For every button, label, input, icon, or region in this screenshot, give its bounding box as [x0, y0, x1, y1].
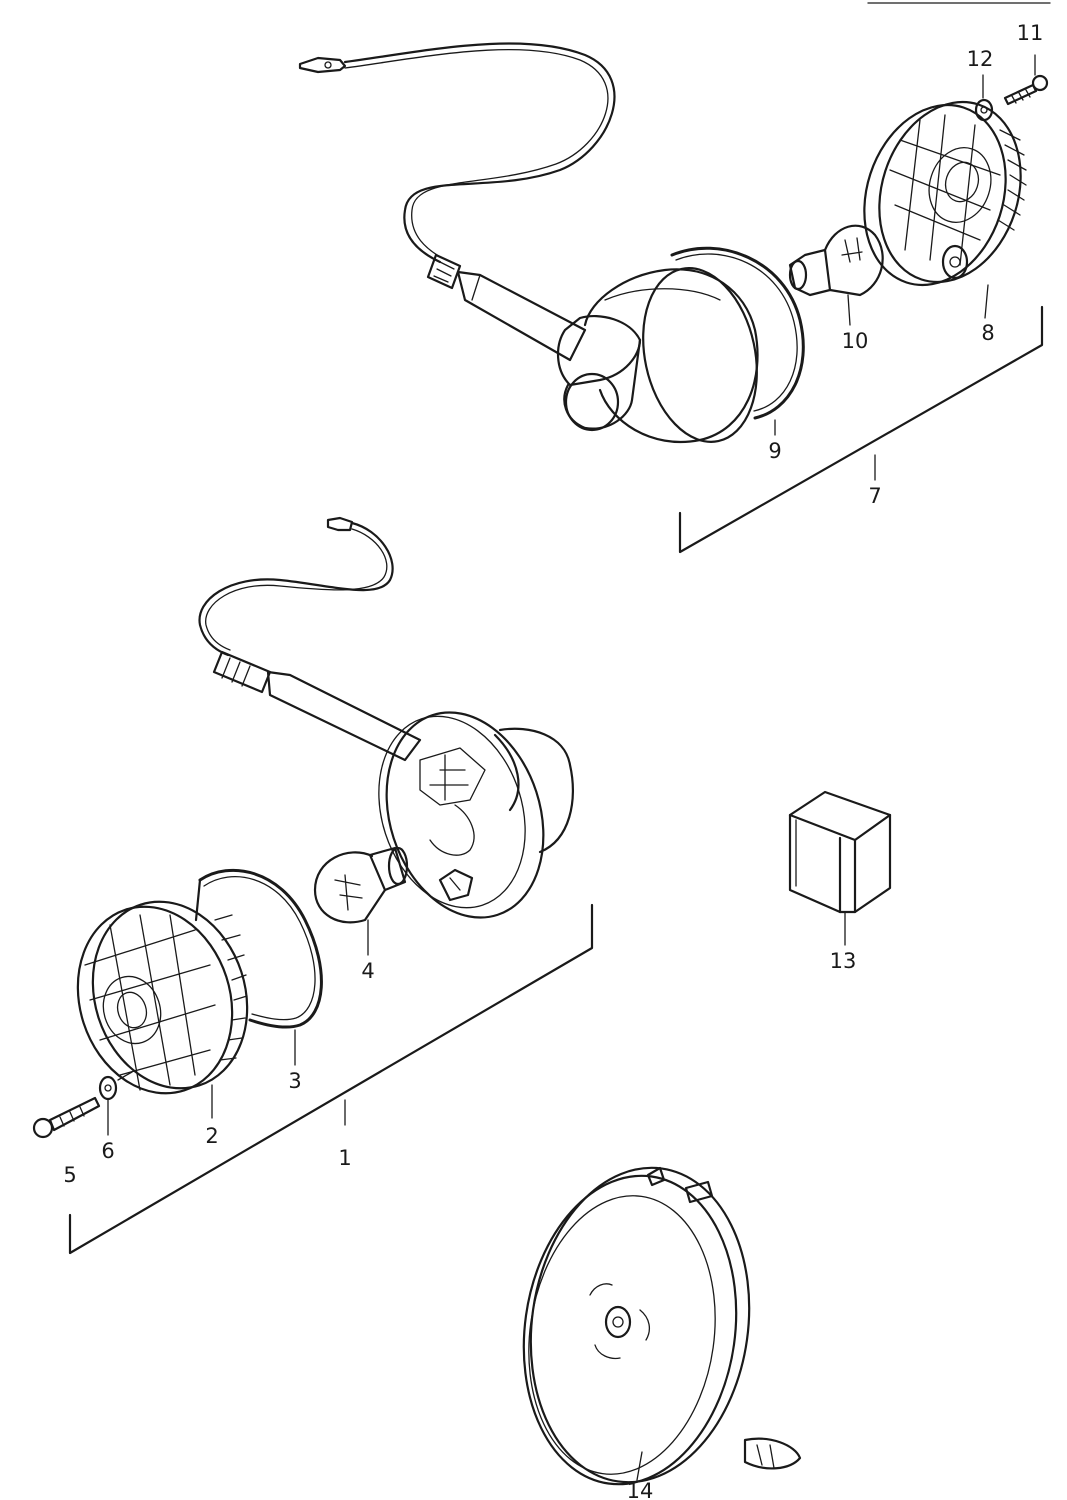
bracket-7: [678, 305, 1044, 554]
upper-wire-terminal: [298, 56, 347, 74]
callout-9: 9: [768, 439, 781, 463]
callout-14: 14: [627, 1479, 654, 1500]
callout-10: 10: [842, 329, 869, 353]
upper-screw: [1003, 74, 1049, 106]
callout-11: 11: [1017, 21, 1044, 45]
callout-6: 6: [101, 1139, 114, 1163]
upper-wire-inner: [344, 48, 609, 259]
callout-13: 13: [830, 949, 857, 973]
flasher-relay: [788, 790, 892, 946]
callout-1: 1: [338, 1146, 351, 1170]
upper-connector: [426, 253, 462, 290]
callout-5: 5: [63, 1163, 76, 1187]
bracket-1: [68, 903, 594, 1255]
lower-stem: [266, 670, 422, 762]
callout-labels: 1 2 3 4 5 6 7 8 9 10 11 12 13 14: [63, 21, 1043, 1500]
callout-12: 12: [967, 47, 994, 71]
lower-wire: [198, 521, 394, 657]
upper-washer: [974, 98, 994, 122]
upper-housing-nose: [556, 314, 642, 387]
upper-gasket: [670, 246, 805, 420]
horn: [522, 1166, 802, 1486]
upper-housing: [583, 268, 759, 443]
lower-screw: [32, 1096, 101, 1139]
upper-stem: [456, 270, 587, 362]
upper-bulb: [788, 224, 884, 297]
lower-washer: [98, 1075, 118, 1101]
lower-turn-signal-assembly: [32, 516, 594, 1255]
callout-2: 2: [205, 1124, 218, 1148]
callout-3: 3: [288, 1069, 301, 1093]
lower-lens: [76, 900, 249, 1095]
lower-housing: [378, 711, 574, 919]
lower-gasket: [198, 868, 323, 1029]
lower-connector: [212, 650, 272, 694]
callout-4: 4: [361, 959, 374, 983]
upper-wire: [343, 42, 616, 264]
callout-8: 8: [981, 321, 994, 345]
upper-turn-signal-assembly: [298, 42, 1049, 554]
lower-bulb: [313, 846, 409, 924]
upper-lens: [863, 100, 1027, 287]
callout-7: 7: [868, 484, 881, 508]
lower-wire-terminal: [326, 516, 354, 532]
